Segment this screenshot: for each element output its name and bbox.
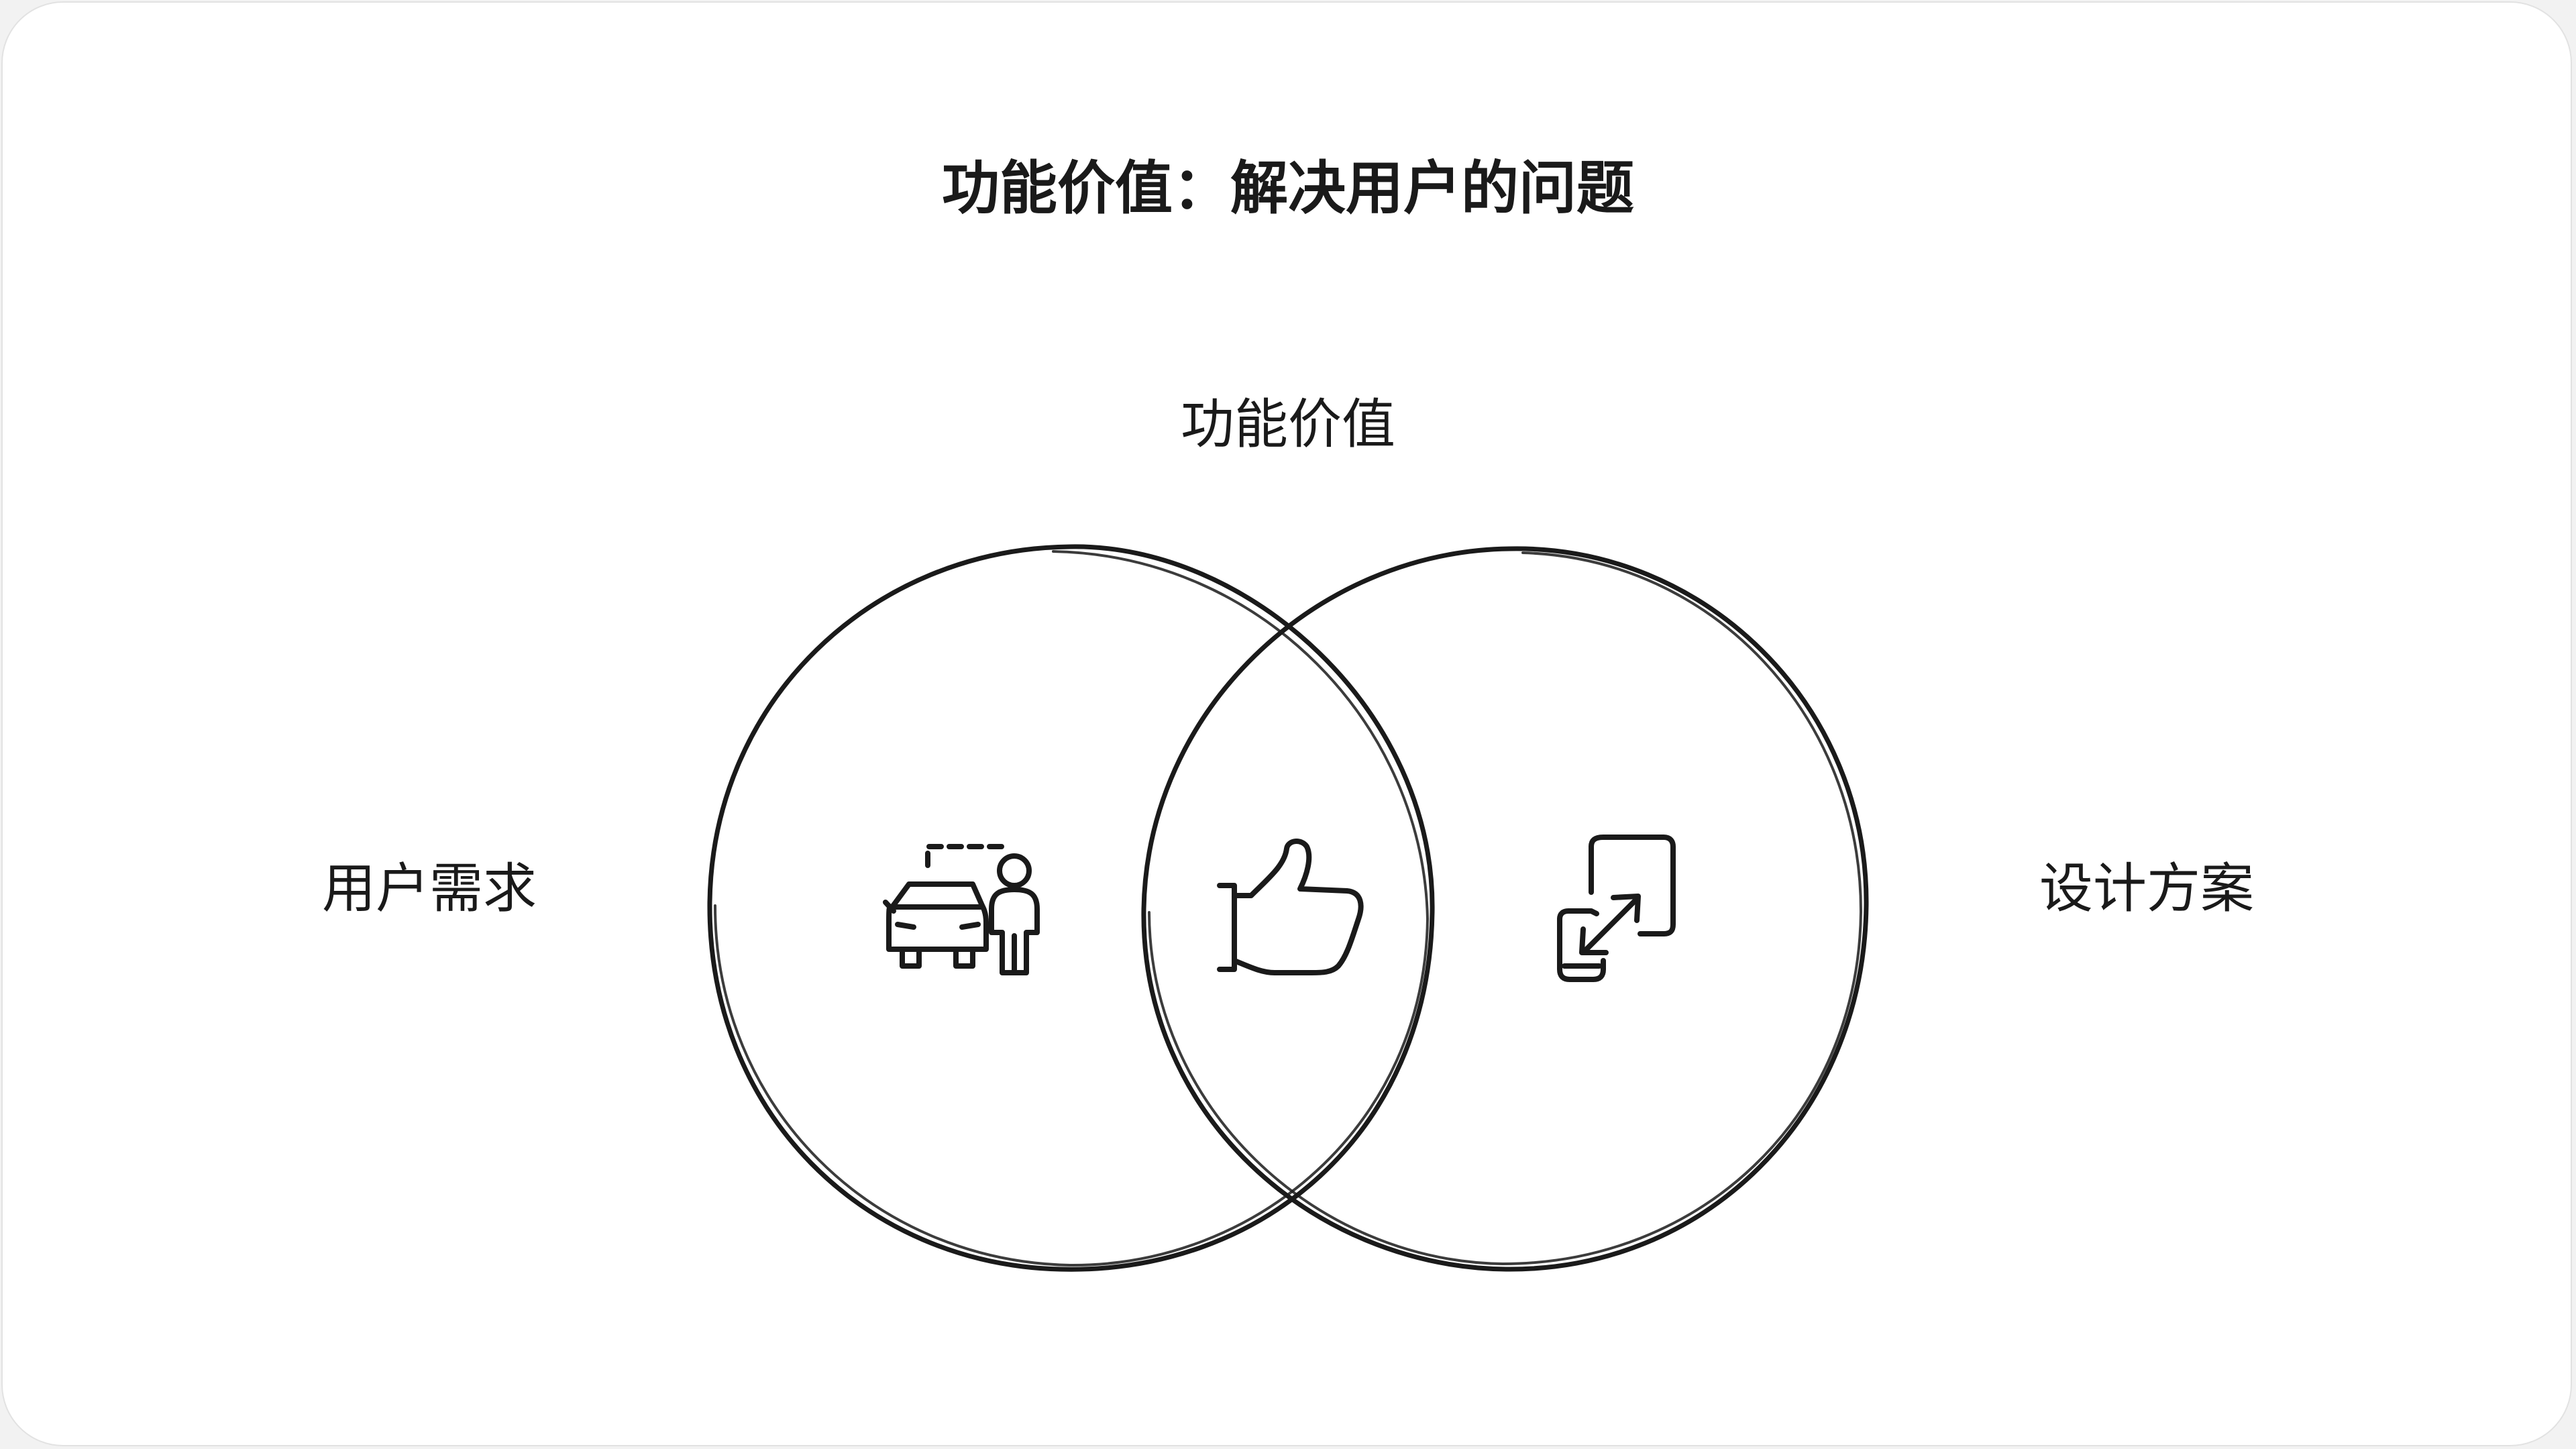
thumbs-up-icon [1217,839,1364,975]
left-circle [707,544,1435,1272]
intersection-label: 功能价值 [1181,393,1395,455]
diagram-title: 功能价值：解决用户的问题 [942,155,1634,222]
right-set-label: 设计方案 [2039,857,2254,920]
resize-device-icon [1557,835,1676,982]
right-circle [1141,546,1869,1272]
left-set-label: 用户需求 [322,857,537,920]
car-and-person-icon [883,844,1040,975]
